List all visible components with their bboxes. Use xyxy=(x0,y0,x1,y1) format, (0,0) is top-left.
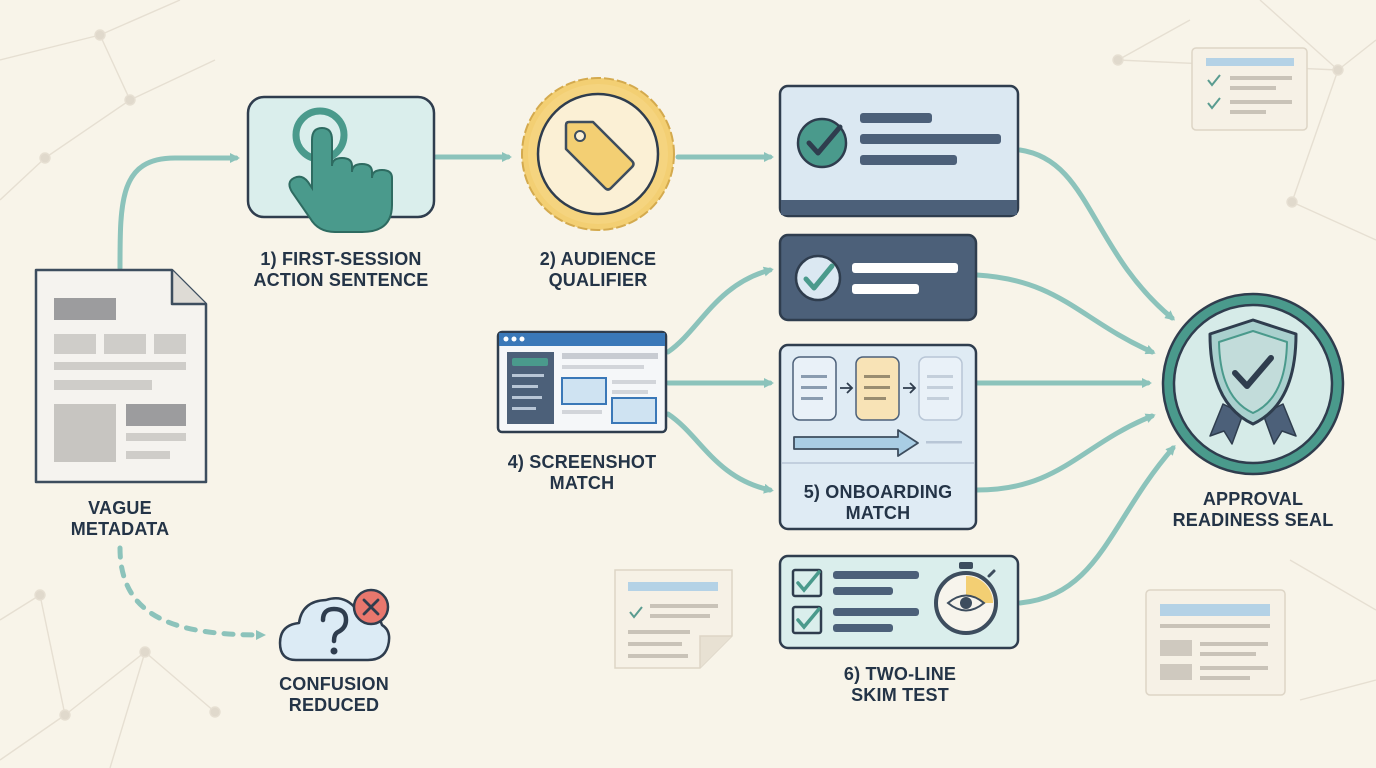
label-vague-metadata: VAGUE METADATA xyxy=(40,498,200,540)
arrow-skim-to-seal xyxy=(1017,444,1176,606)
confusion-reduced-line2: REDUCED xyxy=(288,695,380,715)
audience-qualifier-line1: 2) AUDIENCE xyxy=(539,249,657,269)
label-onboarding-match: 5) ONBOARDING MATCH xyxy=(780,482,976,524)
approval-seal-line2: READINESS SEAL xyxy=(1172,510,1334,530)
approval-seal xyxy=(1161,292,1345,476)
arrow-screenshot-to-card-b xyxy=(665,266,774,355)
arrow-vague-to-confusion xyxy=(117,545,266,640)
decor-document-card xyxy=(614,569,733,669)
decor-report-card xyxy=(1145,589,1286,696)
label-audience-qualifier: 2) AUDIENCE QUALIFIER xyxy=(500,249,696,291)
tap-hand-icon xyxy=(288,107,393,233)
first-session-card xyxy=(246,95,436,233)
first-session-line1: 1) FIRST-SESSION xyxy=(260,249,422,269)
vague-metadata-document xyxy=(34,268,208,484)
two-line-skim-line1: 6) TWO-LINE xyxy=(843,664,957,684)
vague-metadata-line2: METADATA xyxy=(70,519,170,539)
label-first-session: 1) FIRST-SESSION ACTION SENTENCE xyxy=(230,249,452,291)
audience-qualifier-line2: QUALIFIER xyxy=(548,270,648,290)
onboarding-card xyxy=(778,343,978,531)
two-line-skim-card xyxy=(778,554,1020,650)
tag-icon xyxy=(564,120,635,191)
arrow-screenshot-to-onboarding-label xyxy=(665,411,774,494)
arrow-card-b-to-seal xyxy=(974,272,1156,355)
label-two-line-skim: 6) TWO-LINE SKIM TEST xyxy=(800,664,1000,706)
screenshot-window xyxy=(496,330,668,434)
onboarding-match-line2: MATCH xyxy=(845,503,911,523)
audience-qualifier-badge xyxy=(521,77,675,231)
decor-checklist-card xyxy=(1191,47,1308,131)
vague-metadata-line1: VAGUE xyxy=(88,498,152,518)
connectors xyxy=(117,147,1176,606)
arrow-vague-to-first-session xyxy=(117,153,240,271)
checklist-card-light xyxy=(778,84,1020,218)
label-approval-seal: APPROVAL READINESS SEAL xyxy=(1150,489,1356,531)
approval-seal-line1: APPROVAL xyxy=(1202,489,1304,509)
checklist-card-dark xyxy=(778,233,978,322)
stopwatch-eye-icon xyxy=(934,562,998,635)
screenshot-match-line1: 4) SCREENSHOT xyxy=(507,452,657,472)
label-confusion-reduced: CONFUSION REDUCED xyxy=(244,674,424,716)
first-session-line2: ACTION SENTENCE xyxy=(253,270,429,290)
shield-check-icon xyxy=(1208,318,1298,426)
arrow-onboarding-label-to-seal xyxy=(974,413,1156,493)
screenshot-match-line2: MATCH xyxy=(549,473,615,493)
onboarding-match-line1: 5) ONBOARDING xyxy=(803,482,953,502)
arrow-card-a-to-seal xyxy=(1017,147,1176,321)
error-x-icon xyxy=(352,588,390,626)
label-screenshot-match: 4) SCREENSHOT MATCH xyxy=(482,452,682,494)
confusion-reduced-line1: CONFUSION xyxy=(279,674,389,694)
two-line-skim-line2: SKIM TEST xyxy=(851,685,949,705)
